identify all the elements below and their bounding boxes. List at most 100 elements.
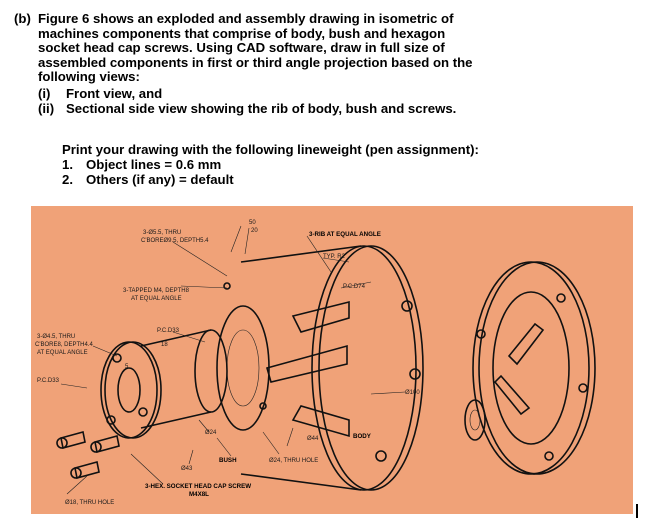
leader-line [188,449,194,465]
label-typ-r2: TYP. R2 [323,254,346,260]
assembly-hub [492,291,570,445]
question-line: Figure 6 shows an exploded and assembly … [38,11,454,26]
label-pcd33: P.C.D33 [157,328,180,334]
pen-item-others: 2. Others (if any) = default [62,172,479,187]
pen-text: Others (if any) = default [86,172,234,187]
label-pcd33-left: P.C.D33 [37,378,60,384]
leader-line [198,419,210,433]
assembly-hole [476,329,486,339]
cap-screw [94,435,120,453]
question-paragraph: Figure 6 shows an exploded and assembly … [38,11,608,85]
view-number: (ii) [38,100,55,116]
label-tapped: 3-TAPPED M4, DEPTH8 [123,288,190,294]
angle-dim-line [230,225,250,255]
label-d18-thru: Ø18, THRU HOLE [65,500,114,506]
label-body: BODY [353,433,372,440]
bush-cbore [106,415,116,425]
leader-line [60,383,88,389]
label-d24: Ø24 [205,430,217,436]
cap-screws [56,431,120,479]
body-hub-face [216,305,270,431]
question-line: assembled components in first or third a… [38,54,473,70]
leader-line [92,345,118,357]
body-bore [226,329,260,407]
bush-sleeve [140,329,212,429]
assembly-hole [544,451,554,461]
pen-number: 1. [62,157,73,172]
flange-hole [375,450,387,462]
leader-line [172,331,206,343]
question-line: machines components that comprise of bod… [38,25,446,41]
label-rib: 3-RIB AT EQUAL ANGLE [309,231,381,238]
assembly-rib [507,322,545,366]
body-hub-outline [240,245,362,491]
leader-line [130,453,164,485]
leader-lines [60,225,406,495]
label-d100: Ø100 [405,390,420,396]
leader-line [340,281,372,289]
label-d24-thru: Ø24, THRU HOLE [269,458,318,464]
print-intro: Print your drawing with the following li… [62,142,479,157]
label-equal-angle-2: AT EQUAL ANGLE [37,350,88,356]
assembly-bore [469,409,481,431]
isometric-drawing: 3-Ø5.5, THRU C'BOREØ9.5, DEPTH5.4 50 20 … [35,220,596,506]
view-item-front: (i) Front view, and [38,85,608,102]
assembly-bush [464,399,486,441]
view-text: Front view, and [66,85,163,101]
view-text: Sectional side view showing the rib of b… [66,100,457,116]
page-edge-mark [636,504,638,518]
question-line: following views: [38,69,140,85]
body-flange-rim [318,245,424,491]
label-screw-size: M4X8L [189,491,209,498]
label-screw: 3-HEX. SOCKET HEAD CAP SCREW [145,483,251,490]
label-bush: BUSH [219,457,237,464]
views-list: (i) Front view, and (ii) Sectional side … [38,85,608,117]
leader-line [180,285,228,289]
assembly-flange-back [478,261,596,475]
assembly-hole [578,383,588,393]
exploded-view [56,245,424,491]
leader-line [262,431,280,455]
cap-screw-head [70,467,82,479]
assembly-flange [472,261,590,475]
label-tapped-equal: AT EQUAL ANGLE [131,296,182,302]
question-label: (b) [14,11,31,26]
figure-6-drawing: 3-Ø5.5, THRU C'BOREØ9.5, DEPTH5.4 50 20 … [31,206,633,514]
leader-line [370,391,406,395]
body-rib-bottom [291,405,350,438]
assembly-hole [556,293,566,303]
tapped-hole [259,402,267,410]
leader-line [216,437,232,457]
leader-line [306,235,332,273]
label-d44: Ø44 [307,436,319,442]
body-flange-back [311,245,417,491]
label-d43: Ø43 [181,466,193,472]
label-hole-thru: 3-Ø5.5, THRU [143,230,181,236]
bush-cbore [112,353,122,363]
cap-screw [74,461,100,479]
pen-item-object-lines: 1. Object lines = 0.6 mm [62,157,479,172]
view-item-section: (ii) Sectional side view showing the rib… [38,100,608,117]
label-cbore: C'BOREØ9.5, DEPTH5.4 [141,238,209,244]
tapped-hole [223,282,231,290]
question-block: (b) Figure 6 shows an exploded and assem… [14,11,608,117]
view-number: (i) [38,85,51,101]
assembly-rib [493,374,531,416]
label-dim-5: 5 [125,364,129,370]
label-pcd74: P.C.D74 [343,284,366,290]
bush-cbore [138,407,148,417]
bush-sleeve-end [194,329,228,413]
leader-line [322,257,350,263]
label-angle-20: 20 [251,228,258,234]
dimension-labels: 3-Ø5.5, THRU C'BOREØ9.5, DEPTH5.4 50 20 … [35,220,420,506]
cap-screw-head [90,441,102,453]
assembly-view [464,261,596,475]
cap-screw [60,431,86,449]
bush-flange-back [104,341,162,439]
label-angle-50: 50 [249,220,256,226]
label-dim-18: 18 [161,342,168,348]
leader-line [66,475,88,495]
flange-hole [409,368,421,380]
cap-screw-head [56,437,68,449]
question-line: socket head cap screws. Using CAD softwa… [38,40,445,56]
